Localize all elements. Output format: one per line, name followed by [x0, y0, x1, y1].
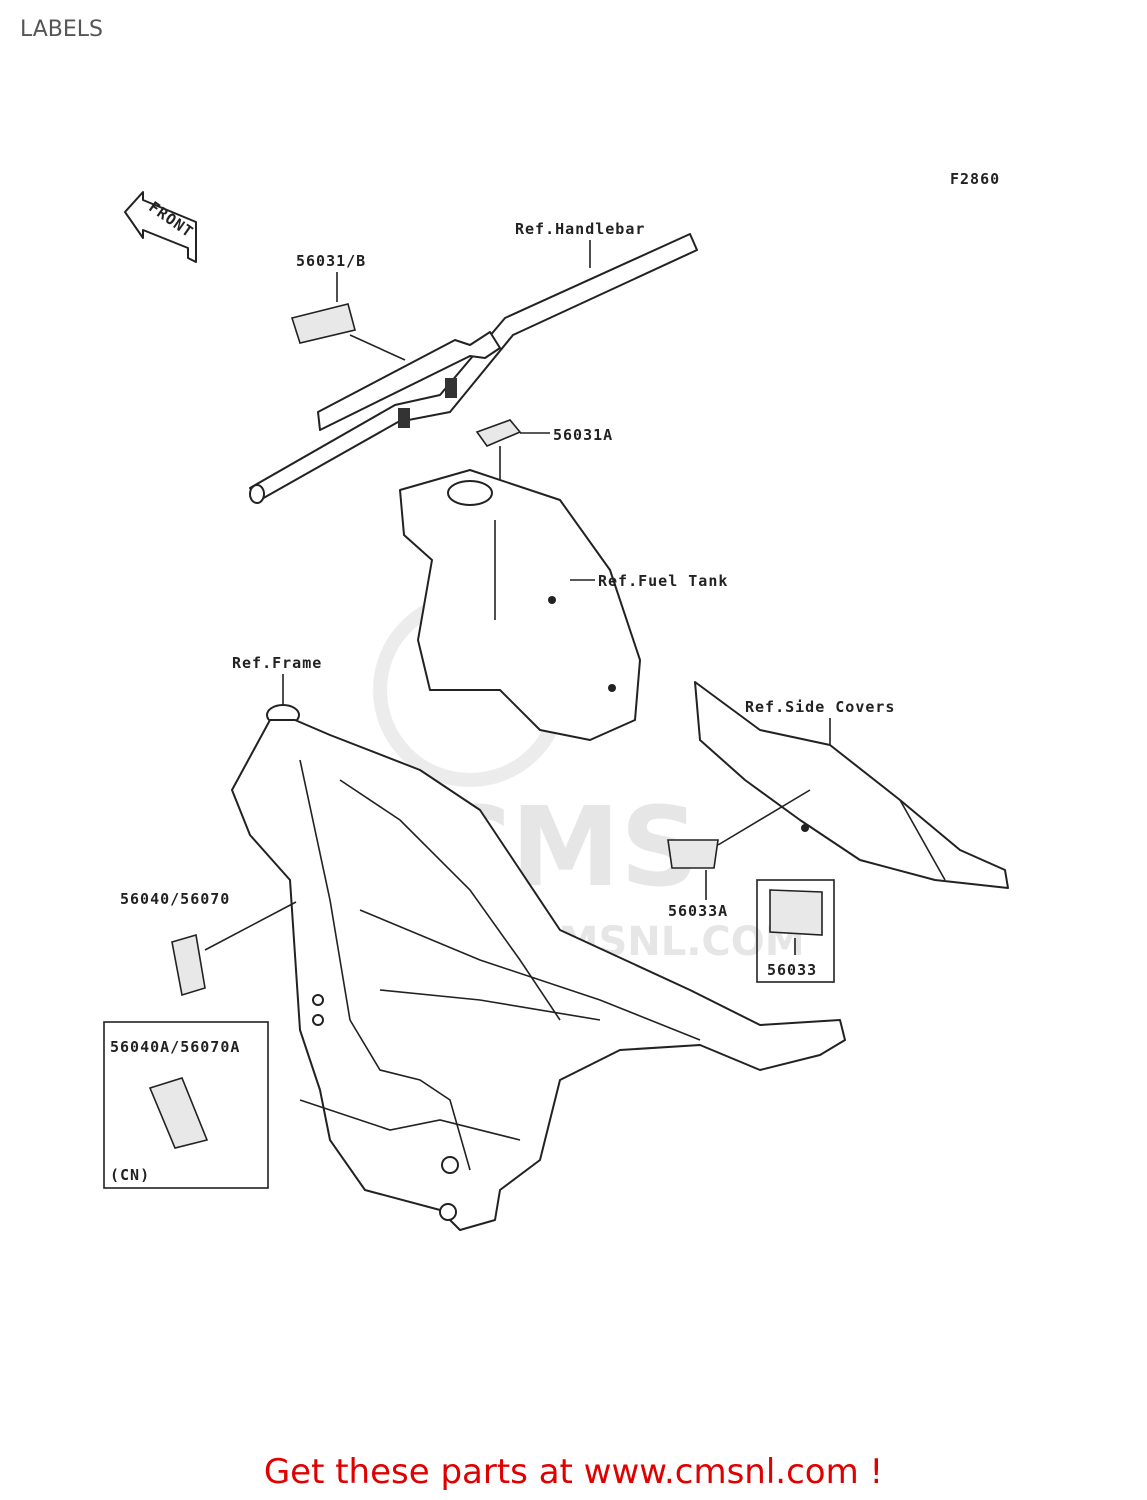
label-56031a-callout: 56031A	[553, 426, 613, 444]
frame-ref-label: Ref.Frame	[232, 654, 322, 672]
label-56033a-sheet	[667, 839, 719, 869]
label-56040-56070-sheet	[171, 933, 206, 997]
label-56033-box	[756, 879, 835, 983]
label-56033-callout: 56033	[767, 961, 817, 979]
handlebar-ref-label: Ref.Handlebar	[515, 220, 645, 238]
label-56033a-pointer-line	[717, 789, 811, 846]
label-56040-56070-pointer-line	[204, 901, 297, 951]
label-56040a-56070a-sheet	[148, 1077, 209, 1149]
label-56031b-callout: 56031/B	[296, 252, 366, 270]
label-56031b-sheet	[290, 303, 356, 344]
fuel-tank-part	[399, 469, 641, 741]
label-56040a-56070a-variant: (CN)	[110, 1166, 150, 1184]
handlebar-part	[249, 233, 698, 504]
label-56031a-sheet	[475, 419, 522, 447]
page-title: LABELS	[20, 17, 104, 42]
figure-code: F2860	[950, 170, 1000, 188]
label-56033-sheet	[769, 889, 823, 936]
label-56040-56070-callout: 56040/56070	[120, 890, 230, 908]
get-parts-link[interactable]: Get these parts at www.cmsnl.com !	[263, 1452, 884, 1492]
label-56033a-callout: 56033A	[668, 902, 728, 920]
front-arrow-icon: FRONT	[124, 191, 197, 263]
side-covers-ref-label: Ref.Side Covers	[745, 698, 895, 716]
frame-part	[231, 704, 846, 1231]
label-56040a-56070a-callout: 56040A/56070A	[110, 1038, 240, 1056]
label-56031b-pointer-line	[349, 334, 406, 361]
label-56040a-56070a-box	[103, 1021, 269, 1189]
fuel-tank-ref-label: Ref.Fuel Tank	[598, 572, 728, 590]
